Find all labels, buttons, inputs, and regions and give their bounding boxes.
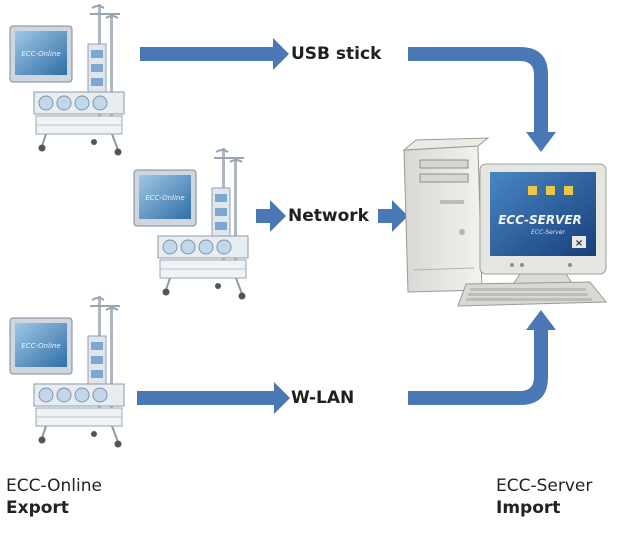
arrow-network-to-server [378, 200, 408, 232]
route-label-w-lan: W-LAN [291, 388, 355, 408]
caption-right-action: Import [496, 498, 561, 518]
svg-text:×: × [575, 238, 583, 249]
server-screen-title: ECC-SERVER [498, 213, 582, 227]
server-screen-subtitle: ECC-Server [531, 229, 566, 236]
caption-right-title: ECC-Server [496, 476, 593, 496]
caption-left-title: ECC-Online [6, 476, 102, 496]
arrow-wlan-to-server [408, 310, 556, 405]
arrow-usb-to-server [408, 47, 556, 152]
arrow-wlan [137, 382, 290, 414]
ecc-online-device-1 [9, 3, 125, 157]
ecc-online-device-3 [9, 295, 125, 449]
pc-monitor: × ECC-SERVER ECC-Server [479, 163, 607, 287]
arrow-network [256, 200, 286, 232]
route-label-usb-stick: USB stick [291, 44, 382, 64]
pc-keyboard [457, 281, 608, 307]
route-label-network: Network [288, 206, 369, 226]
pc-tower [402, 137, 490, 293]
caption-right: ECC-Server Import [496, 475, 592, 519]
caption-left: ECC-Online Export [6, 475, 102, 519]
caption-left-action: Export [6, 498, 69, 518]
ecc-online-device-2 [133, 147, 249, 301]
ecc-server-computer: × ECC-SERVER ECC-Server [402, 137, 608, 307]
arrow-usb [140, 38, 289, 70]
